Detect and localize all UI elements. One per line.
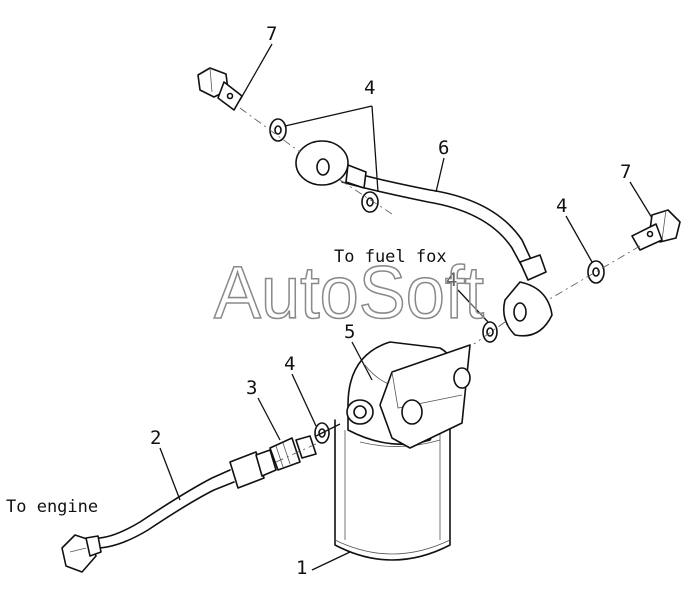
banjo-bolt-upper xyxy=(197,67,243,111)
caption-to-fuel-box: To fuel fox xyxy=(334,247,447,267)
connector-fitting xyxy=(269,435,317,471)
part-label-4-upper: 4 xyxy=(364,77,375,99)
part-label-4-right: 4 xyxy=(556,195,567,217)
fuel-hose xyxy=(61,449,277,573)
caption-to-engine: To engine xyxy=(6,497,98,517)
leader-lines xyxy=(159,43,653,571)
part-label-4-center: 4 xyxy=(446,269,457,291)
part-label-7-upper: 7 xyxy=(266,23,277,45)
watermark-logo: AutoSoft xyxy=(214,251,484,334)
part-label-4-lower: 4 xyxy=(284,353,295,375)
washer-right xyxy=(587,260,605,284)
part-label-6: 6 xyxy=(438,137,449,159)
part-label-7-right: 7 xyxy=(620,161,631,183)
assembly-centerlines xyxy=(239,107,641,463)
fuel-pipe xyxy=(295,140,553,337)
washer-lower-right xyxy=(482,321,498,343)
part-label-1: 1 xyxy=(296,557,307,579)
filter-head-bracket xyxy=(346,341,471,449)
part-label-3: 3 xyxy=(246,377,257,399)
fuel-filter-canister xyxy=(334,407,451,561)
part-label-2: 2 xyxy=(150,427,161,449)
part-number-labels: 7 4 6 7 4 4 5 4 3 2 1 xyxy=(150,23,631,579)
banjo-bolt-right xyxy=(631,209,681,251)
part-label-5: 5 xyxy=(344,321,355,343)
washer-upper-left xyxy=(269,118,287,142)
washer-upper-mid xyxy=(361,191,379,213)
washer-filter-inlet xyxy=(314,422,341,444)
